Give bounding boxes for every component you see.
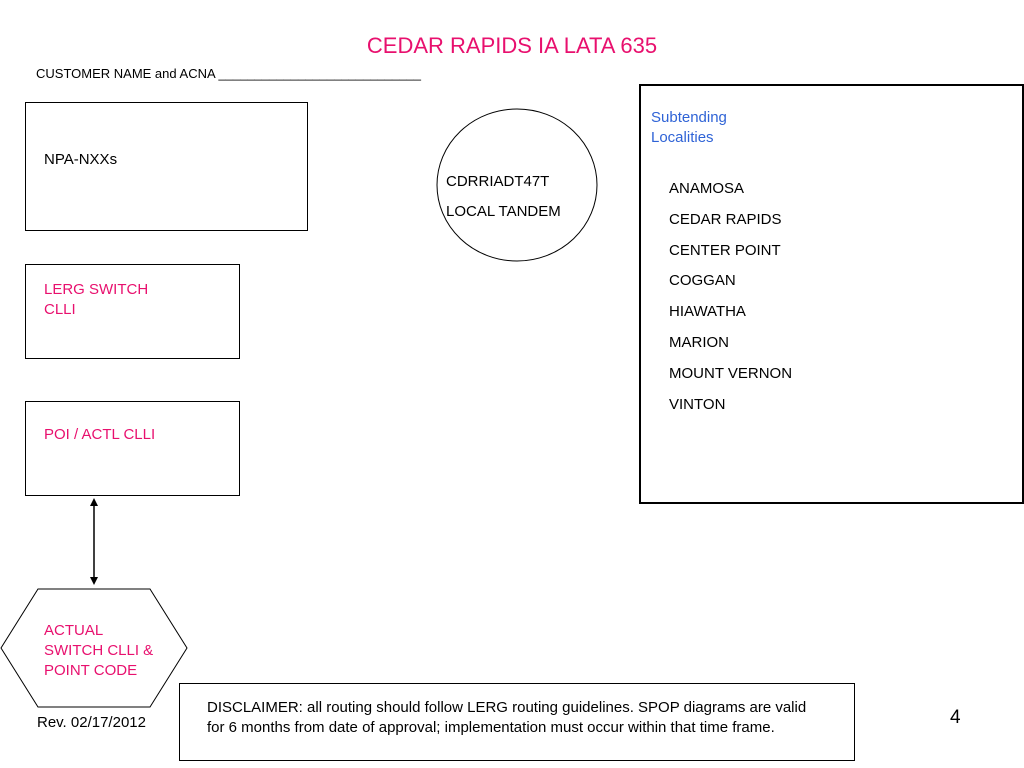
list-item: ANAMOSA [669,180,745,197]
subtending-heading-line2: Localities [651,129,714,146]
list-item: COGGAN [669,272,736,290]
npa-nxx-box[interactable]: NPA-NXXs [25,102,308,231]
subtending-localities-box[interactable]: Subtending Localities ANAMOSA CEDAR RAPI… [639,84,1024,504]
list-item: MARION [669,333,729,351]
actual-switch-line2: SWITCH CLLI & [44,642,154,659]
customer-name-acna-line: CUSTOMER NAME and ACNA _________________… [36,66,421,81]
actual-switch-line3: POINT CODE [44,662,138,679]
revision-date: Rev. 02/17/2012 [37,714,146,731]
list-item: VINTON [669,395,726,413]
disclaimer-text: DISCLAIMER: all routing should follow LE… [207,699,807,736]
poi-actl-box[interactable]: POI / ACTL CLLI [25,401,240,496]
tandem-circle[interactable] [436,108,598,262]
page-title: CEDAR RAPIDS IA LATA 635 [366,33,658,58]
subtending-heading: Subtending Localities [651,108,727,148]
disclaimer-box: DISCLAIMER: all routing should follow LE… [179,683,855,761]
actual-switch-line1: ACTUAL [44,622,104,639]
actual-switch-label: ACTUAL SWITCH CLLI & POINT CODE [44,621,153,681]
list-item: CEDAR RAPIDS [669,210,782,228]
lerg-switch-label: LERG SWITCH CLLI [44,280,148,320]
lerg-switch-box[interactable]: LERG SWITCH CLLI [25,264,240,359]
tandem-label-text: LOCAL TANDEM [446,203,561,220]
list-item: MOUNT VERNON [669,364,793,382]
poi-actl-label: POI / ACTL CLLI [44,426,156,443]
tandem-clli-text: CDRRIADT47T [446,173,550,190]
lerg-switch-label-line1: LERG SWITCH [44,281,149,298]
actual-switch-hexagon[interactable] [0,588,188,708]
page-number: 4 [950,707,961,728]
npa-nxx-label: NPA-NXXs [44,151,118,168]
list-item: HIAWATHA [669,303,746,321]
list-item: CENTER POINT [669,241,781,259]
localities-list: ANAMOSA CEDAR RAPIDS CENTER POINT COGGAN… [669,179,792,425]
subtending-heading-line1: Subtending [651,109,727,126]
lerg-switch-label-line2: CLLI [44,301,76,318]
